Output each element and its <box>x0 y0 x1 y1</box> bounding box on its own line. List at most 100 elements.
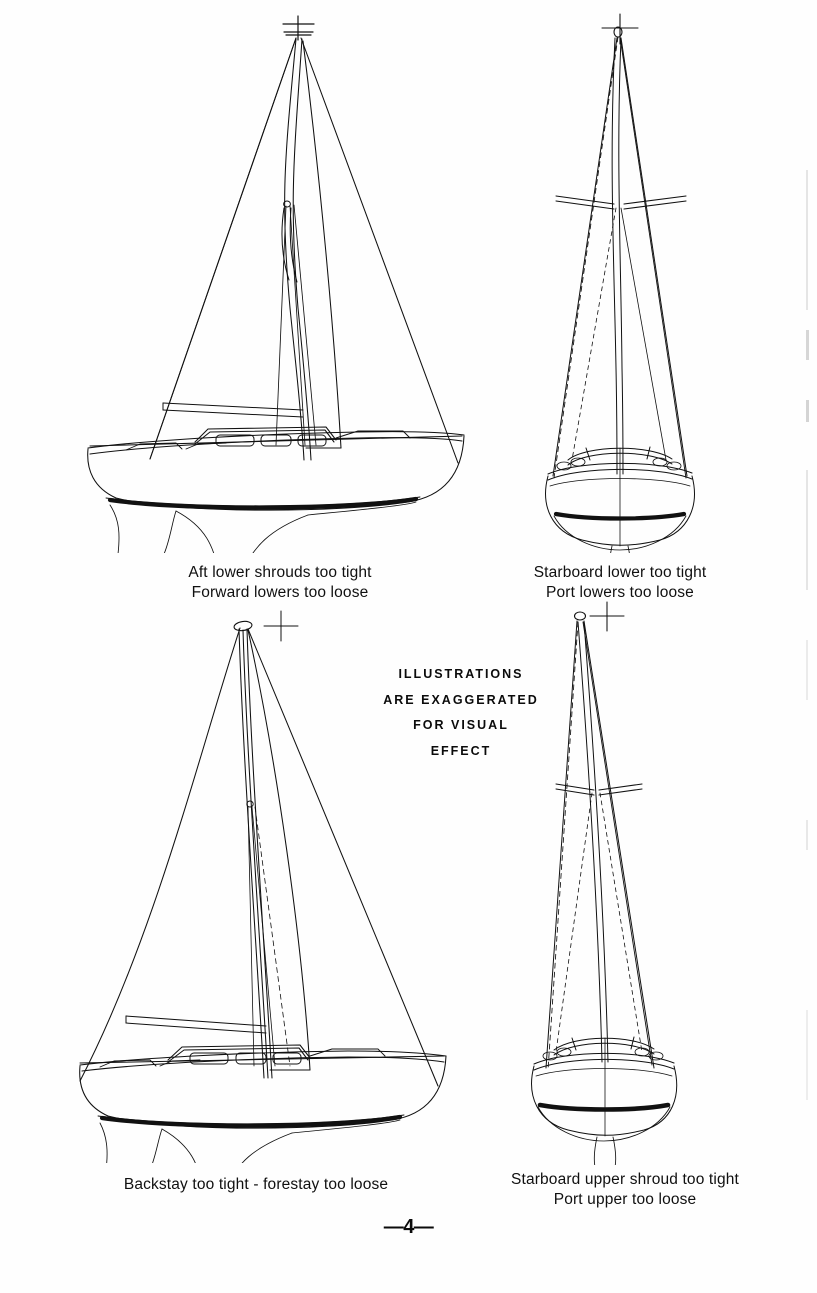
caption-line-2: Forward lowers too loose <box>191 584 369 602</box>
starboard-upper-shroud <box>582 621 653 1066</box>
scan-artifact <box>806 400 809 422</box>
upright-reference-crosshair <box>263 610 299 642</box>
note-line-3: FOR VISUAL <box>413 718 509 733</box>
figure-aft-lower-shrouds-too-tight <box>58 8 478 553</box>
mast-track <box>242 629 269 1079</box>
caption-line-2: Port lowers too loose <box>546 584 694 602</box>
exaggeration-note: ILLUSTRATIONS ARE EXAGGERATED FOR VISUAL… <box>346 662 576 765</box>
hull-topsides <box>79 1055 447 1129</box>
starboard-lower-shroud <box>620 207 667 461</box>
forestay-loose <box>79 627 241 1082</box>
deck-sheer-line <box>87 431 465 449</box>
cabin-trunk <box>167 1044 311 1063</box>
mast-right-edge <box>583 621 609 1063</box>
caption-line-1: Aft lower shrouds too tight <box>188 564 372 581</box>
cabin-trunk <box>194 426 337 445</box>
rig-envelope-left <box>545 620 578 1069</box>
mast-right-edge <box>618 37 624 475</box>
port-lower-shroud <box>571 207 617 461</box>
port-lower-shroud <box>555 792 593 1053</box>
boot-stripe <box>107 496 419 510</box>
note-line-4: EFFECT <box>430 743 492 758</box>
aft-lower-shroud <box>289 205 306 446</box>
scan-artifact <box>806 470 808 590</box>
figure-backstay-too-tight <box>58 608 468 1163</box>
cabin-windows <box>215 434 327 447</box>
caption-line-1: Backstay too tight - forestay too loose <box>123 1176 389 1193</box>
deck-edge-inner <box>81 1056 445 1072</box>
boot-stripe-front <box>537 1102 671 1112</box>
cockpit-coaming <box>335 430 411 439</box>
note-line-2: ARE EXAGGERATED <box>383 692 539 707</box>
deck-fittings <box>542 1047 664 1061</box>
spreaders <box>555 195 687 210</box>
upright-reference-crosshair <box>589 601 625 632</box>
scan-artifact <box>806 330 809 360</box>
boom <box>125 1015 267 1034</box>
hull-front <box>531 1065 678 1136</box>
topside-crease <box>535 1068 673 1077</box>
coachroof-front <box>567 446 673 466</box>
upper-shroud-dashed <box>254 806 291 1067</box>
mast-forward-edge <box>284 38 305 461</box>
deck-hatch <box>99 1059 201 1068</box>
mainsail-leech <box>302 40 342 449</box>
spreaders <box>555 783 643 796</box>
underbody-keel-rudder <box>99 1119 401 1163</box>
caption-top-right: Starboard lower too tight Port lowers to… <box>460 563 780 604</box>
caption-bottom-right: Starboard upper shroud too tight Port up… <box>455 1170 795 1211</box>
hull-topsides <box>87 435 465 511</box>
figure-starboard-lower-too-tight <box>490 8 770 553</box>
keel-front <box>593 1136 617 1165</box>
port-upper-shroud <box>553 36 619 479</box>
cabin-windows <box>189 1052 302 1065</box>
caption-line-2: Port upper too loose <box>553 1191 697 1209</box>
boot-stripe-front <box>553 511 687 521</box>
headsail-outline <box>149 37 297 460</box>
boom <box>162 402 304 418</box>
caption-line-1: Starboard lower too tight <box>533 564 707 581</box>
waterline <box>105 496 421 507</box>
rig-envelope-left <box>552 37 618 477</box>
coachroof-front <box>553 1036 655 1056</box>
starboard-upper-shroud <box>619 36 687 479</box>
deck-fittings <box>556 457 682 471</box>
masthead-fitting <box>282 15 315 41</box>
mast-left-edge <box>577 621 603 1063</box>
aft-lower-shroud <box>251 806 276 1067</box>
forward-lower-shroud <box>247 806 255 1067</box>
backstay-tight <box>247 628 439 1087</box>
forward-lower-shroud <box>275 205 287 446</box>
figure-starboard-upper-shroud-too-tight <box>482 600 772 1165</box>
upper-shroud <box>293 204 317 446</box>
port-upper-shroud <box>547 621 579 1071</box>
spreader-bracket <box>246 800 254 808</box>
mast-forward-edge <box>238 628 265 1079</box>
starboard-lower-shroud <box>599 792 643 1053</box>
hull-front <box>545 475 695 546</box>
caption-top-left: Aft lower shrouds too tight Forward lowe… <box>0 563 560 604</box>
backstay <box>300 37 459 464</box>
mast-left-edge <box>611 37 618 475</box>
boot-stripe <box>99 1114 403 1128</box>
cockpit-coaming <box>309 1048 386 1057</box>
waterline <box>97 1114 405 1125</box>
deck-edge-inner <box>89 437 463 455</box>
mainsail-leech <box>247 629 311 1071</box>
caption-bottom-left: Backstay too tight - forestay too loose <box>0 1175 512 1195</box>
scan-artifact <box>806 820 808 850</box>
topside-crease <box>549 478 691 487</box>
deck-edge-inner-front <box>533 1058 675 1071</box>
scan-artifact <box>806 1010 808 1100</box>
scan-artifact <box>806 170 808 310</box>
rig-envelope-right <box>583 620 655 1069</box>
note-line-1: ILLUSTRATIONS <box>398 667 524 681</box>
caption-line-1: Starboard upper shroud too tight <box>511 1171 739 1188</box>
hull-bottom-front <box>537 1106 671 1142</box>
page-number: —4— <box>383 1216 434 1238</box>
mast-aft-edge <box>292 38 312 461</box>
deck-hatch <box>125 442 227 451</box>
masthead-cap <box>233 620 253 632</box>
scan-artifact <box>806 640 808 700</box>
rig-envelope-right <box>620 37 688 477</box>
